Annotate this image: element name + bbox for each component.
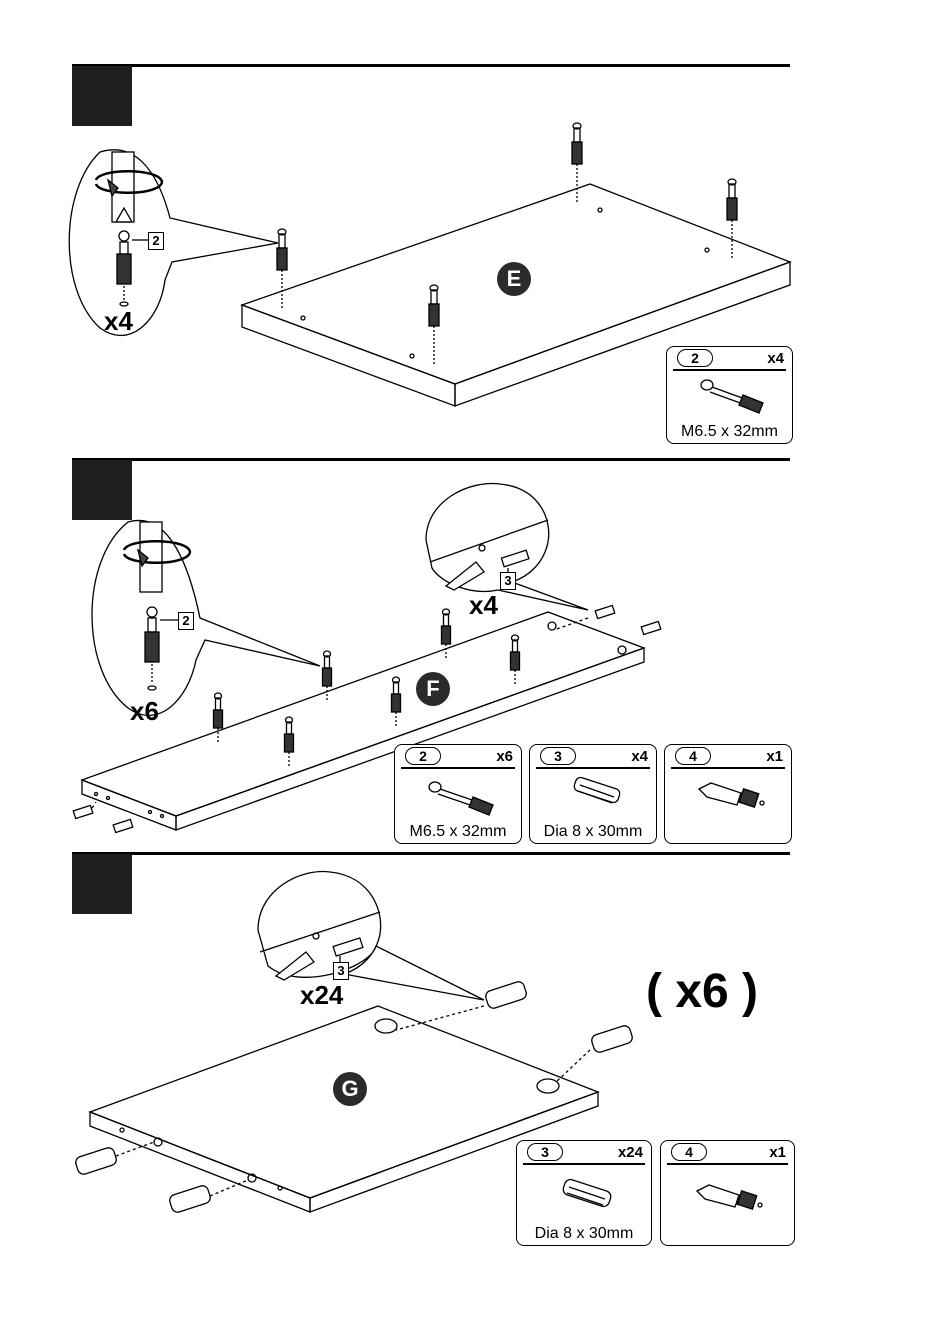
step-1-illustration [0,0,936,450]
step-3-zoom-count: x24 [300,980,343,1011]
step-2-dowel-magnifier [426,483,588,610]
repeat-count: ( x6 ) [646,964,758,1019]
part-spec: M6.5 x 32mm [395,823,521,841]
pencil-marker-icon [665,745,793,845]
pencil-marker-icon [661,1141,796,1247]
step-1-section: 2 x4 E 2 x4 M6.5 x 32mm [0,0,936,450]
step-1-detail-count: x4 [104,306,133,337]
panel-e-badge: E [497,262,531,296]
step-2-part-3-box: 3 x4 Dia 8 x 30mm [529,744,657,844]
part-spec: Dia 8 x 30mm [530,823,656,841]
panel-g-badge: G [333,1072,367,1106]
part-spec: M6.5 x 32mm [667,423,792,441]
panel-f-badge: F [416,672,450,706]
step-3-dowel-magnifier [258,872,484,1000]
step-2-part-2-box: 2 x6 M6.5 x 32mm [394,744,522,844]
step-3-part-3-box: 3 x24 Dia 8 x 30mm [516,1140,652,1246]
step-1-part-2-box: 2 x4 M6.5 x 32mm [666,346,793,444]
step-3-zoom-part: 3 [333,962,349,980]
step-3-part-4-box: 4 x1 [660,1140,795,1246]
step-2-part-4-box: 4 x1 [664,744,792,844]
step-3-section: 3 x24 ( x6 ) G 3 x24 Dia 8 x 30mm 4 x1 [0,850,936,1324]
step-2-zoom-part: 3 [500,572,516,590]
step-3-illustration [0,850,936,1324]
step-1-detail-magnifier [69,150,278,336]
step-2-detail-magnifier [92,520,320,715]
step-2-section: 2 x6 3 x4 F 2 x6 M6.5 x 32mm 3 x4 Dia 8 … [0,450,936,850]
step-2-callout-part: 2 [178,612,194,630]
part-spec: Dia 8 x 30mm [517,1225,651,1243]
step-2-zoom-count: x4 [469,590,498,621]
step-1-callout-part: 2 [148,232,164,250]
step-2-detail-count: x6 [130,696,159,727]
